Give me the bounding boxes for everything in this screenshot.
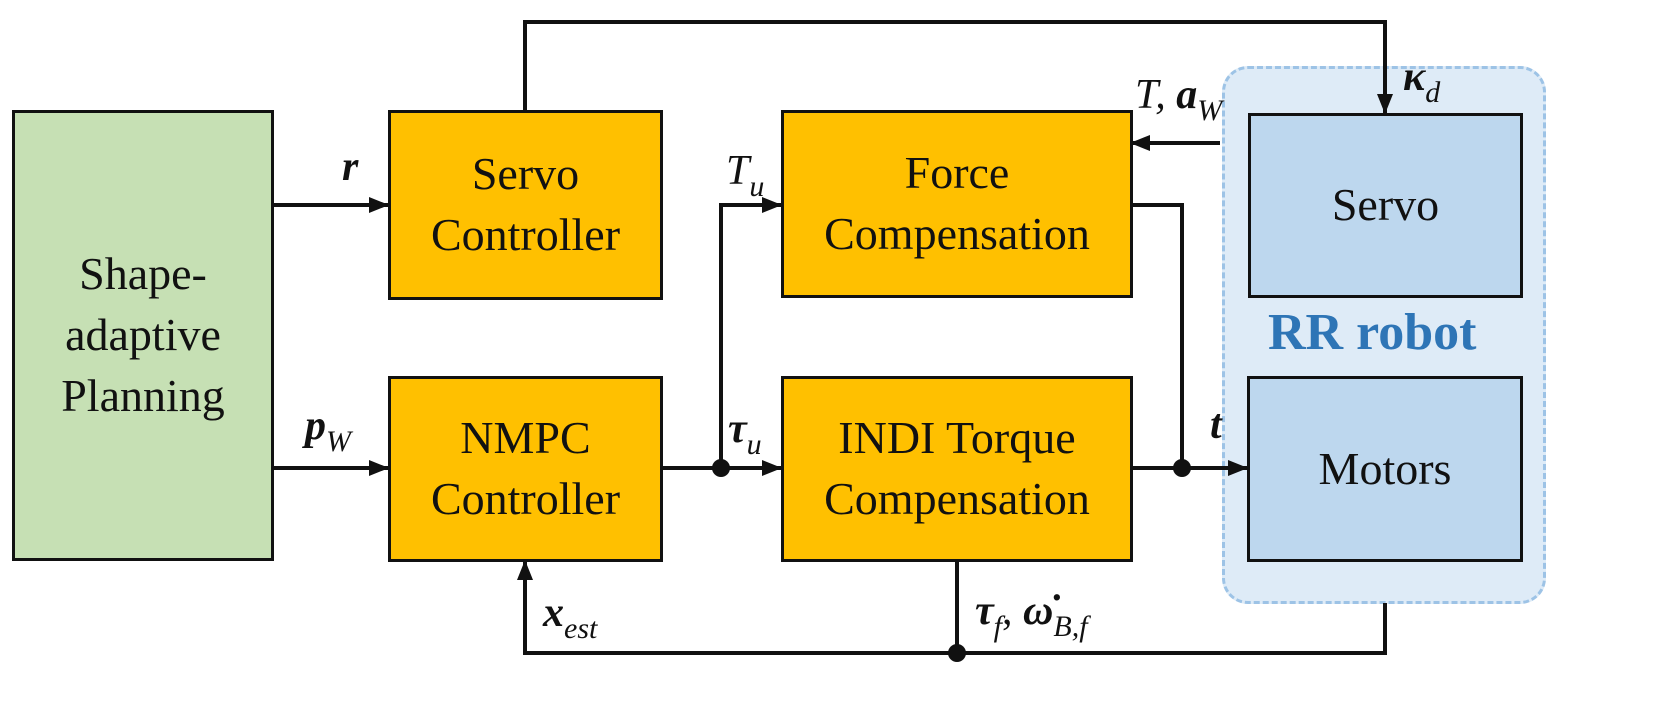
nmpc-controller-block: NMPC Controller (388, 376, 663, 562)
servo-block: Servo (1248, 113, 1523, 298)
block-label: Compensation (824, 473, 1090, 524)
signal-tau-u-label: τu (728, 406, 762, 461)
block-label: Force (904, 147, 1010, 199)
force-compensation-block: Force Compensation (781, 110, 1133, 298)
block-label: Compensation (824, 208, 1090, 259)
signal-pw-label: pW (305, 403, 351, 458)
block-label: Shape- (79, 248, 207, 300)
block-label: adaptive (65, 309, 221, 361)
wire-t-u (719, 197, 782, 468)
block-label: INDI Torque (838, 412, 1076, 464)
shape-adaptive-planning-block: Shape- adaptive Planning (12, 110, 274, 561)
block-label: NMPC (460, 412, 591, 464)
motors-block: Motors (1247, 376, 1523, 562)
block-label: Planning (61, 369, 225, 421)
block-label: Servo (471, 148, 580, 200)
block-label: Motors (1318, 442, 1452, 494)
junction-dot (712, 459, 730, 477)
servo-controller-block: Servo Controller (388, 110, 663, 300)
block-label: Servo (1331, 179, 1440, 231)
block-label: Controller (430, 209, 621, 260)
rr-robot-label: RR robot (1268, 304, 1477, 361)
signal-t-label: t (1210, 402, 1222, 448)
signal-r-label: r (342, 144, 359, 190)
signal-tu-label: Tu (726, 148, 765, 203)
wire-kappa (523, 20, 1393, 114)
indi-torque-compensation-block: INDI Torque Compensation (781, 376, 1133, 562)
wire-force-out (1131, 203, 1184, 468)
signal-t-aw-label: T, aW (1135, 72, 1223, 127)
block-label: Controller (430, 473, 621, 524)
junction-dot (948, 644, 966, 662)
signal-kappa-d-label: κd (1403, 54, 1441, 109)
signal-tau-f-label: τf, ω̇B,f (975, 588, 1088, 643)
junction-dot (1173, 459, 1191, 477)
signal-x-est-label: xest (543, 590, 598, 645)
